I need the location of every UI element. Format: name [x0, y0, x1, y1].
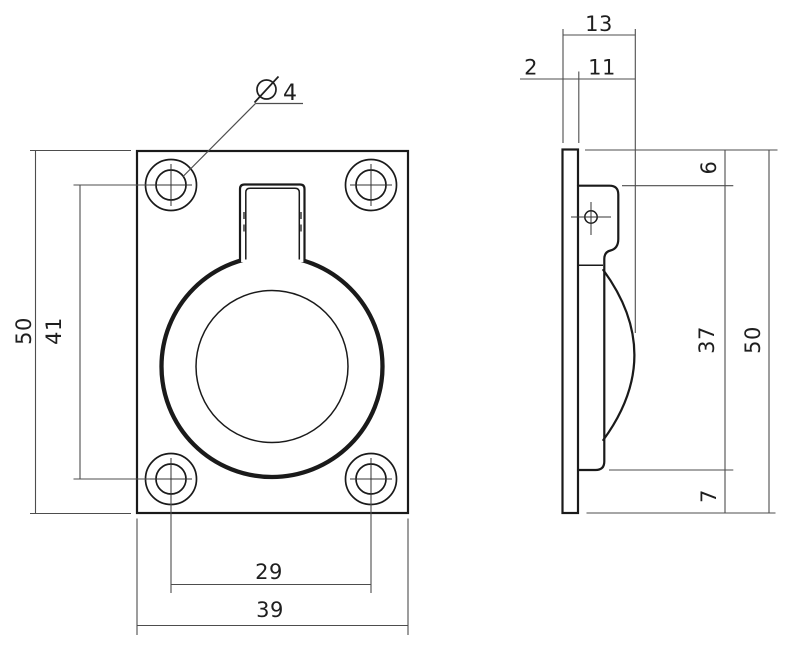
dim-hole-diameter: 4 — [182, 75, 303, 177]
front-view: 4 50 41 29 — [12, 75, 410, 635]
screw-hole-bottom-right — [344, 452, 398, 506]
dim-side-segments: 6 37 7 — [695, 150, 726, 513]
side-ring-arc — [602, 268, 636, 442]
front-plate-outline — [135, 149, 410, 515]
hole-outer — [344, 158, 398, 212]
dim-side-body-height-label: 37 — [695, 326, 719, 354]
dim-side-depth-total-label: 13 — [585, 12, 613, 36]
dim-front-width-label: 39 — [256, 598, 284, 622]
dim-side-bottom-inset-label: 7 — [697, 489, 721, 503]
dim-side-height-label: 50 — [741, 326, 765, 354]
dim-front-hole-span-horizontal: 29 — [170, 500, 372, 593]
dim-front-width: 39 — [136, 518, 409, 635]
side-screw-hole — [571, 202, 611, 235]
dim-side-body-depth-label: 11 — [588, 56, 616, 80]
side-cup-outline — [576, 184, 620, 472]
dim-side-flange-thickness-label: 2 — [524, 56, 538, 80]
dim-front-height: 50 — [12, 149, 131, 515]
dim-side-flange-and-body: 2 11 — [520, 56, 636, 143]
screw-hole-top-left — [144, 158, 198, 212]
dim-side-height: 50 — [741, 150, 770, 513]
dim-front-height-label: 50 — [12, 317, 36, 345]
dim-side-depth-total: 13 — [562, 12, 636, 333]
dim-front-hole-span-vertical-label: 41 — [42, 317, 66, 345]
diameter-slash — [253, 75, 280, 104]
side-flange-outline — [561, 148, 580, 515]
diameter-symbol-icon — [253, 75, 280, 104]
dim-front-hole-span-vertical: 41 — [42, 184, 150, 480]
ring-outer-circle — [159, 253, 385, 480]
diameter-circle — [256, 79, 277, 100]
strap-outer-outline — [238, 183, 306, 262]
ring-inner-circle — [195, 289, 349, 444]
dim-side-top-inset-label: 6 — [697, 161, 721, 175]
screw-hole-top-right — [344, 158, 398, 212]
leader-line — [182, 103, 256, 177]
side-view: 13 2 11 6 37 7 — [520, 12, 778, 515]
screw-hole-bottom-left — [144, 452, 198, 506]
dim-hole-diameter-label: 4 — [283, 81, 297, 106]
dim-front-hole-span-horizontal-label: 29 — [255, 560, 283, 584]
strap-inner-outline — [245, 187, 301, 260]
